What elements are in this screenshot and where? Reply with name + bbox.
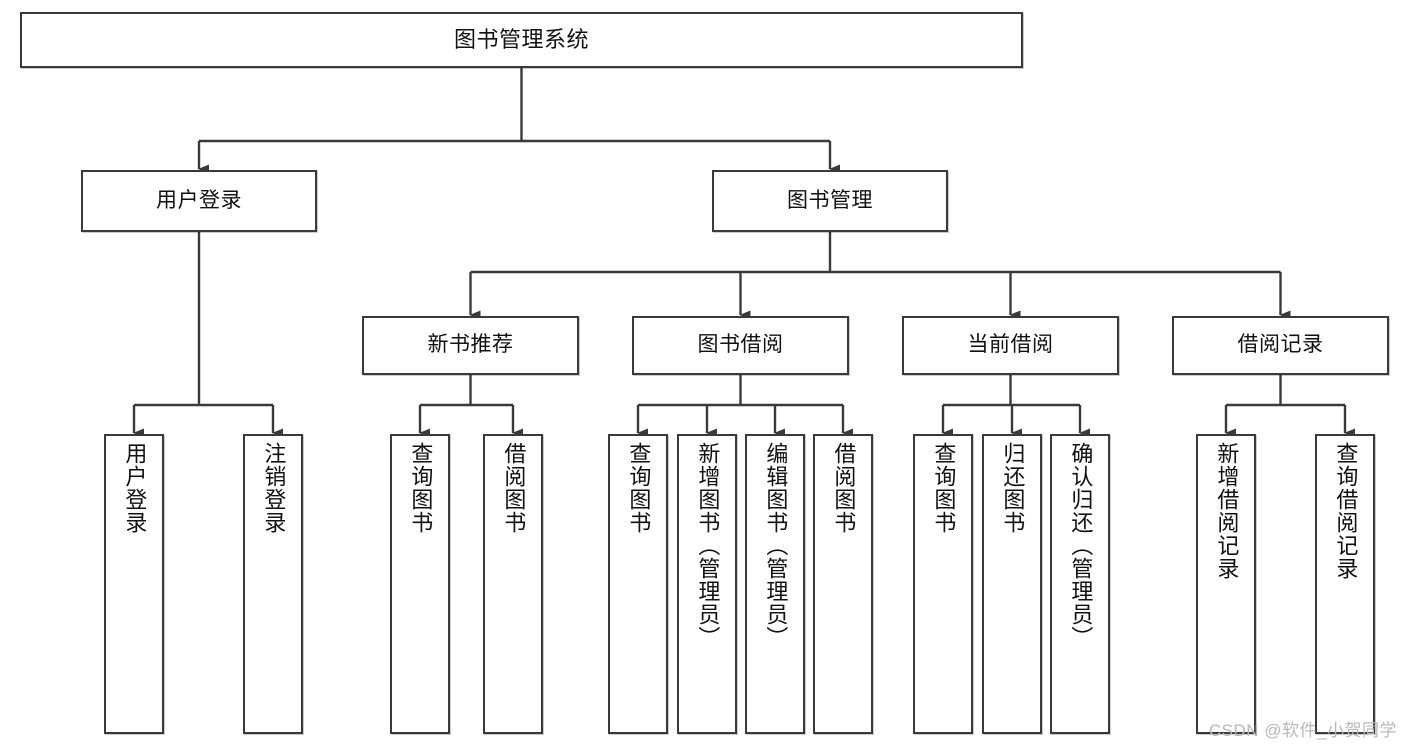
node-leaf-add-book[interactable]: 新增图书（管理员） [677, 434, 737, 734]
node-label: 图书管理系统 [453, 27, 589, 53]
node-label: 归还图书 [1000, 442, 1026, 534]
node-book-borrow[interactable]: 图书借阅 [632, 316, 849, 375]
node-leaf-logout[interactable]: 注销登录 [243, 434, 303, 734]
node-leaf-borrow-book-1[interactable]: 借阅图书 [483, 434, 543, 734]
node-leaf-confirm-return[interactable]: 确认归还（管理员） [1050, 434, 1110, 734]
node-leaf-user-login[interactable]: 用户登录 [104, 434, 164, 734]
node-label: 用户登录 [156, 188, 242, 212]
node-label: 新增图书（管理员） [695, 442, 721, 649]
node-leaf-query-record[interactable]: 查询借阅记录 [1315, 434, 1375, 734]
node-leaf-query-book-3[interactable]: 查询图书 [913, 434, 973, 734]
node-label: 查询借阅记录 [1333, 442, 1359, 580]
csdn-watermark: CSDN @软件_小贺同学 [1208, 721, 1397, 740]
node-root[interactable]: 图书管理系统 [20, 12, 1023, 68]
node-leaf-add-record[interactable]: 新增借阅记录 [1196, 434, 1256, 734]
node-user-login[interactable]: 用户登录 [81, 170, 317, 232]
node-leaf-query-book-2[interactable]: 查询图书 [608, 434, 668, 734]
node-label: 当前借阅 [967, 333, 1054, 357]
node-label: 查询图书 [931, 442, 957, 534]
node-label: 借阅图书 [831, 442, 857, 534]
node-label: 用户登录 [122, 442, 148, 534]
node-borrow-record[interactable]: 借阅记录 [1172, 316, 1389, 375]
node-new-book-rec[interactable]: 新书推荐 [362, 316, 579, 375]
node-leaf-borrow-book-2[interactable]: 借阅图书 [813, 434, 873, 734]
node-label: 借阅记录 [1237, 333, 1324, 357]
node-leaf-edit-book[interactable]: 编辑图书（管理员） [745, 434, 805, 734]
node-label: 新增借阅记录 [1214, 442, 1240, 580]
node-label: 确认归还（管理员） [1068, 442, 1094, 649]
node-book-manage[interactable]: 图书管理 [712, 170, 948, 232]
node-label: 新书推荐 [427, 333, 514, 357]
node-label: 图书管理 [787, 188, 873, 212]
node-label: 借阅图书 [501, 442, 527, 534]
node-label: 图书借阅 [697, 333, 784, 357]
node-leaf-return-book[interactable]: 归还图书 [982, 434, 1042, 734]
node-label: 查询图书 [408, 442, 434, 534]
node-label: 查询图书 [626, 442, 652, 534]
node-label: 编辑图书（管理员） [763, 442, 789, 649]
node-current-borrow[interactable]: 当前借阅 [902, 316, 1119, 375]
node-label: 注销登录 [261, 442, 287, 534]
node-leaf-query-book-1[interactable]: 查询图书 [390, 434, 450, 734]
